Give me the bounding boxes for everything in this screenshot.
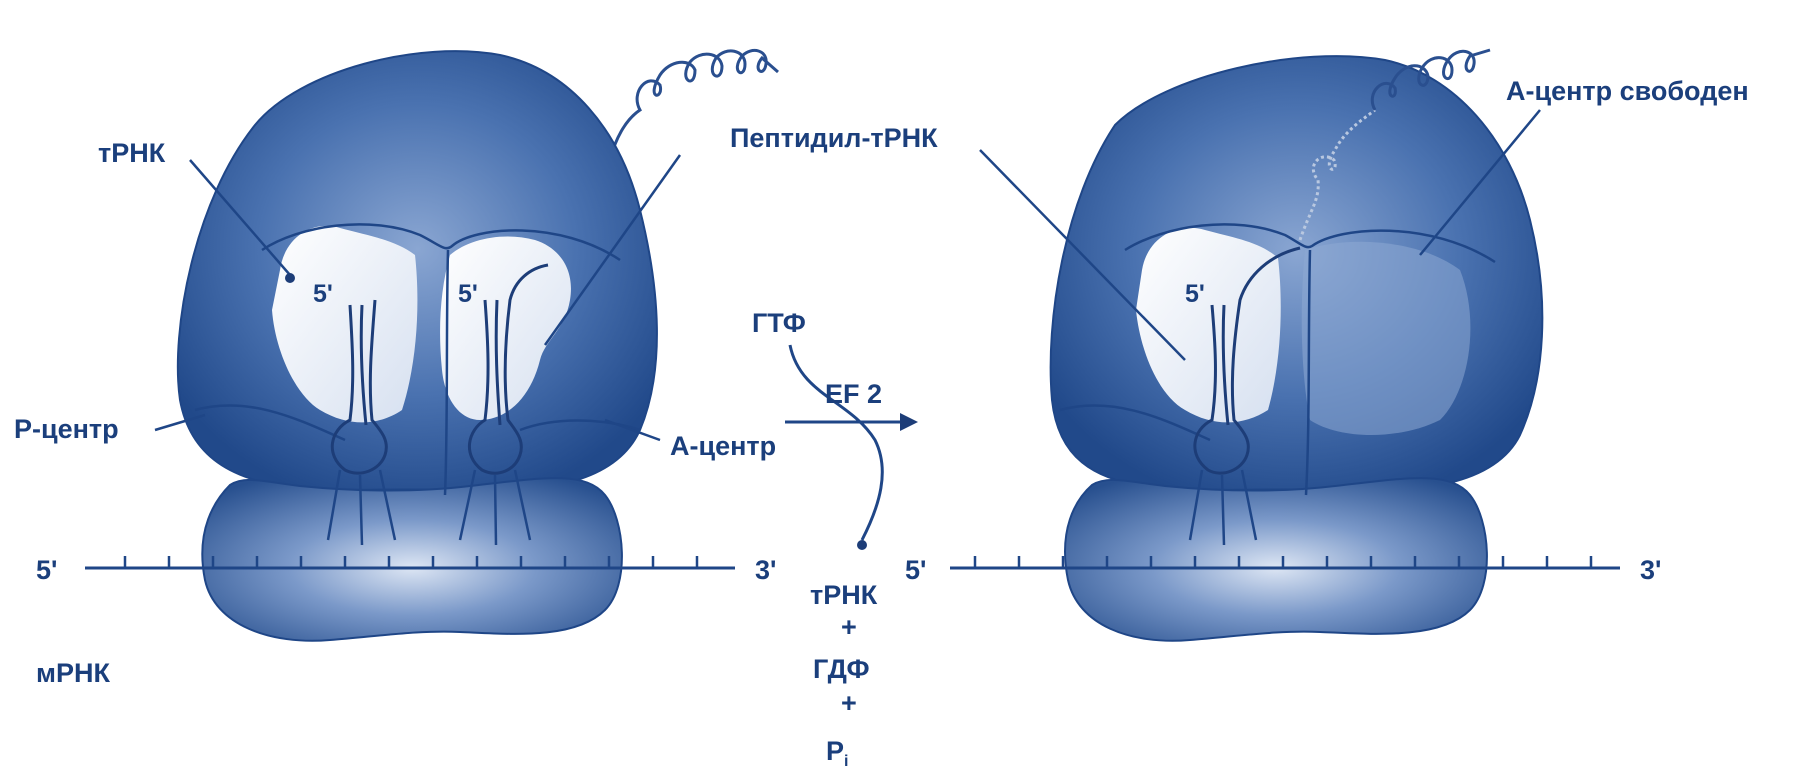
label-plus-2: +: [841, 688, 857, 718]
label-a-site: А-центр: [670, 431, 776, 461]
right-a-site-empty: [1302, 242, 1471, 435]
left-large-subunit: [178, 51, 657, 491]
right-large-subunit: [1051, 56, 1543, 491]
label-mrna: мРНК: [36, 658, 110, 688]
left-small-subunit: [202, 478, 622, 641]
label-product-gdp: ГДФ: [813, 654, 870, 684]
label-5prime-p-site: 5': [313, 280, 333, 308]
label-peptidyl-trna: Пептидил-тРНК: [730, 123, 938, 153]
label-ef2: EF 2: [825, 379, 882, 409]
label-5prime-right: 5': [1185, 280, 1205, 308]
label-trna-left: тРНК: [98, 138, 166, 168]
label-plus-1: +: [841, 612, 857, 642]
label-p-site: Р-центр: [14, 414, 119, 444]
right-small-subunit: [1065, 478, 1487, 641]
left-mrna-3prime: 3': [755, 555, 776, 585]
label-product-pi: Pi: [826, 736, 848, 770]
right-mrna-5prime: 5': [905, 555, 926, 585]
label-gtp: ГТФ: [752, 308, 806, 338]
left-mrna-5prime: 5': [36, 555, 57, 585]
left-ribosome: [178, 50, 778, 640]
reaction-arrow: [785, 345, 918, 550]
right-mrna-3prime: 3': [1640, 555, 1661, 585]
label-5prime-a-site: 5': [458, 280, 478, 308]
label-product-trna: тРНК: [810, 580, 878, 610]
right-ribosome: [1051, 50, 1543, 641]
label-a-site-free: А-центр свободен: [1506, 76, 1749, 106]
